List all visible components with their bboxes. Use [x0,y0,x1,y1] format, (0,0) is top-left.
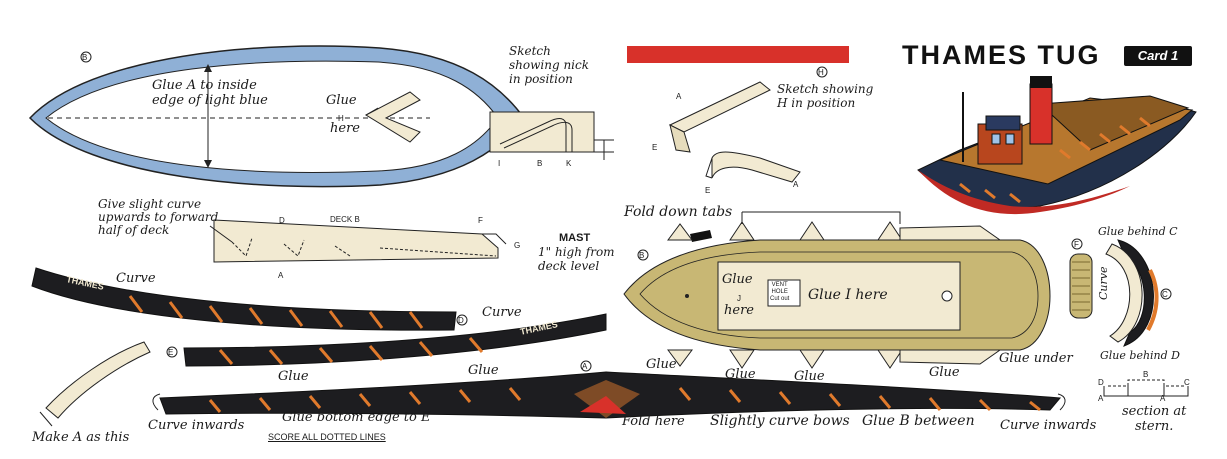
label-curve-1: Curve [116,271,156,286]
stern-letter-a1: A [1098,394,1104,403]
part-letter-f: F [1074,240,1079,249]
label-curve-2: Curve [482,305,522,320]
part-letter-b1: B [82,53,88,62]
label-glue-under: Glue under [999,351,1073,366]
hsketch-letter-e2: E [705,186,711,195]
label-glue-j-2: here [724,303,754,318]
label-glue-tab1: Glue [646,357,677,372]
part-letter-h: H [818,68,824,77]
label-curve-inwards-right: Curve inwards [1000,418,1097,433]
label-glue-h-2: here [330,121,360,136]
card-badge: Card 1 [1124,46,1192,66]
part-letter-e: E [168,348,174,357]
part-b-deck-outline [28,45,525,188]
label-glue-b-between: Glue B between [862,413,975,429]
sketch-nick [489,111,614,160]
hull-strip-lower [166,313,607,367]
label-mast-note: 1" high from deck level [538,245,615,273]
label-glue-j-letter: J [737,294,741,303]
label-glue-j-1: Glue [722,272,753,287]
label-curve-inwards-left: Curve inwards [148,418,245,433]
curve-arrow-right [1057,393,1066,411]
part-letter-a: A [582,362,588,371]
page-title: THAMES TUG [902,40,1101,70]
part-letter-d: D [458,316,464,325]
part-letter-b2: B [639,251,645,260]
label-section-stern: section at stern. [1122,404,1187,434]
label-vent-hole: VENT HOLE Cut out [770,282,790,302]
label-slightly-curve: Slightly curve bows [710,413,850,429]
label-sketch-h: Sketch showing H in position [777,82,874,110]
deck-c-plate [623,211,1051,369]
deck-letter-deck-b: DECK B [330,215,360,224]
label-glue-i: Glue I here [808,287,888,303]
part-a-shape [39,341,151,427]
red-bar [627,46,849,63]
nick-letter-b: B [537,159,543,168]
label-curve-vertical: Curve [1097,266,1110,300]
hsketch-letter-a2: A [793,180,799,189]
nick-letter-k: K [566,159,572,168]
stern-letter-c: C [1184,378,1190,387]
label-glue-h-letter: H [338,114,344,123]
curve-arrow-left [152,393,161,411]
label-make-a: Make A as this [32,430,130,445]
label-sketch-nick: Sketch showing nick in position [509,44,590,86]
label-glue-bottom: Glue bottom edge to E [282,410,431,425]
label-glue-tab4: Glue [929,365,960,380]
part-letter-c: C [1162,290,1168,299]
label-glue-behind-d: Glue behind D [1100,349,1180,362]
label-give-curve: Give slight curve upwards to forward hal… [98,197,219,237]
label-glue-behind-c: Glue behind C [1098,225,1178,238]
sketch-h [668,66,828,183]
deck-letter-d: D [279,216,285,225]
label-glue-h-1: Glue [326,93,357,108]
parts-f-c [1069,238,1172,347]
tug-illustration [917,76,1197,215]
mast-tab [690,230,712,242]
hull-strip-upper [31,267,468,331]
label-fold-here: Fold here [622,414,685,429]
hull-strip-bottom [159,360,1062,419]
hsketch-letter-e1: E [652,143,658,152]
label-score: SCORE ALL DOTTED LINES [268,432,386,442]
label-glue-tab3: Glue [794,369,825,384]
stern-section-diagram [1103,379,1189,397]
label-glue-e2: Glue [468,363,499,378]
label-mast: MAST [559,232,591,244]
label-glue-tab2: Glue [725,367,756,382]
label-glue-e1: Glue [278,369,309,384]
label-glue-a: Glue A to inside edge of light blue [152,78,268,108]
deck-strip [209,219,507,263]
deck-letter-a: A [278,271,284,280]
stern-letter-b: B [1143,370,1149,379]
nick-letter-i: I [498,159,501,168]
stern-letter-d: D [1098,378,1104,387]
hsketch-letter-a1: A [676,92,682,101]
label-fold-down-tabs: Fold down tabs [624,204,733,220]
deck-letter-f: F [478,216,483,225]
deck-letter-g: G [514,241,521,250]
stern-letter-a2: A [1160,394,1166,403]
